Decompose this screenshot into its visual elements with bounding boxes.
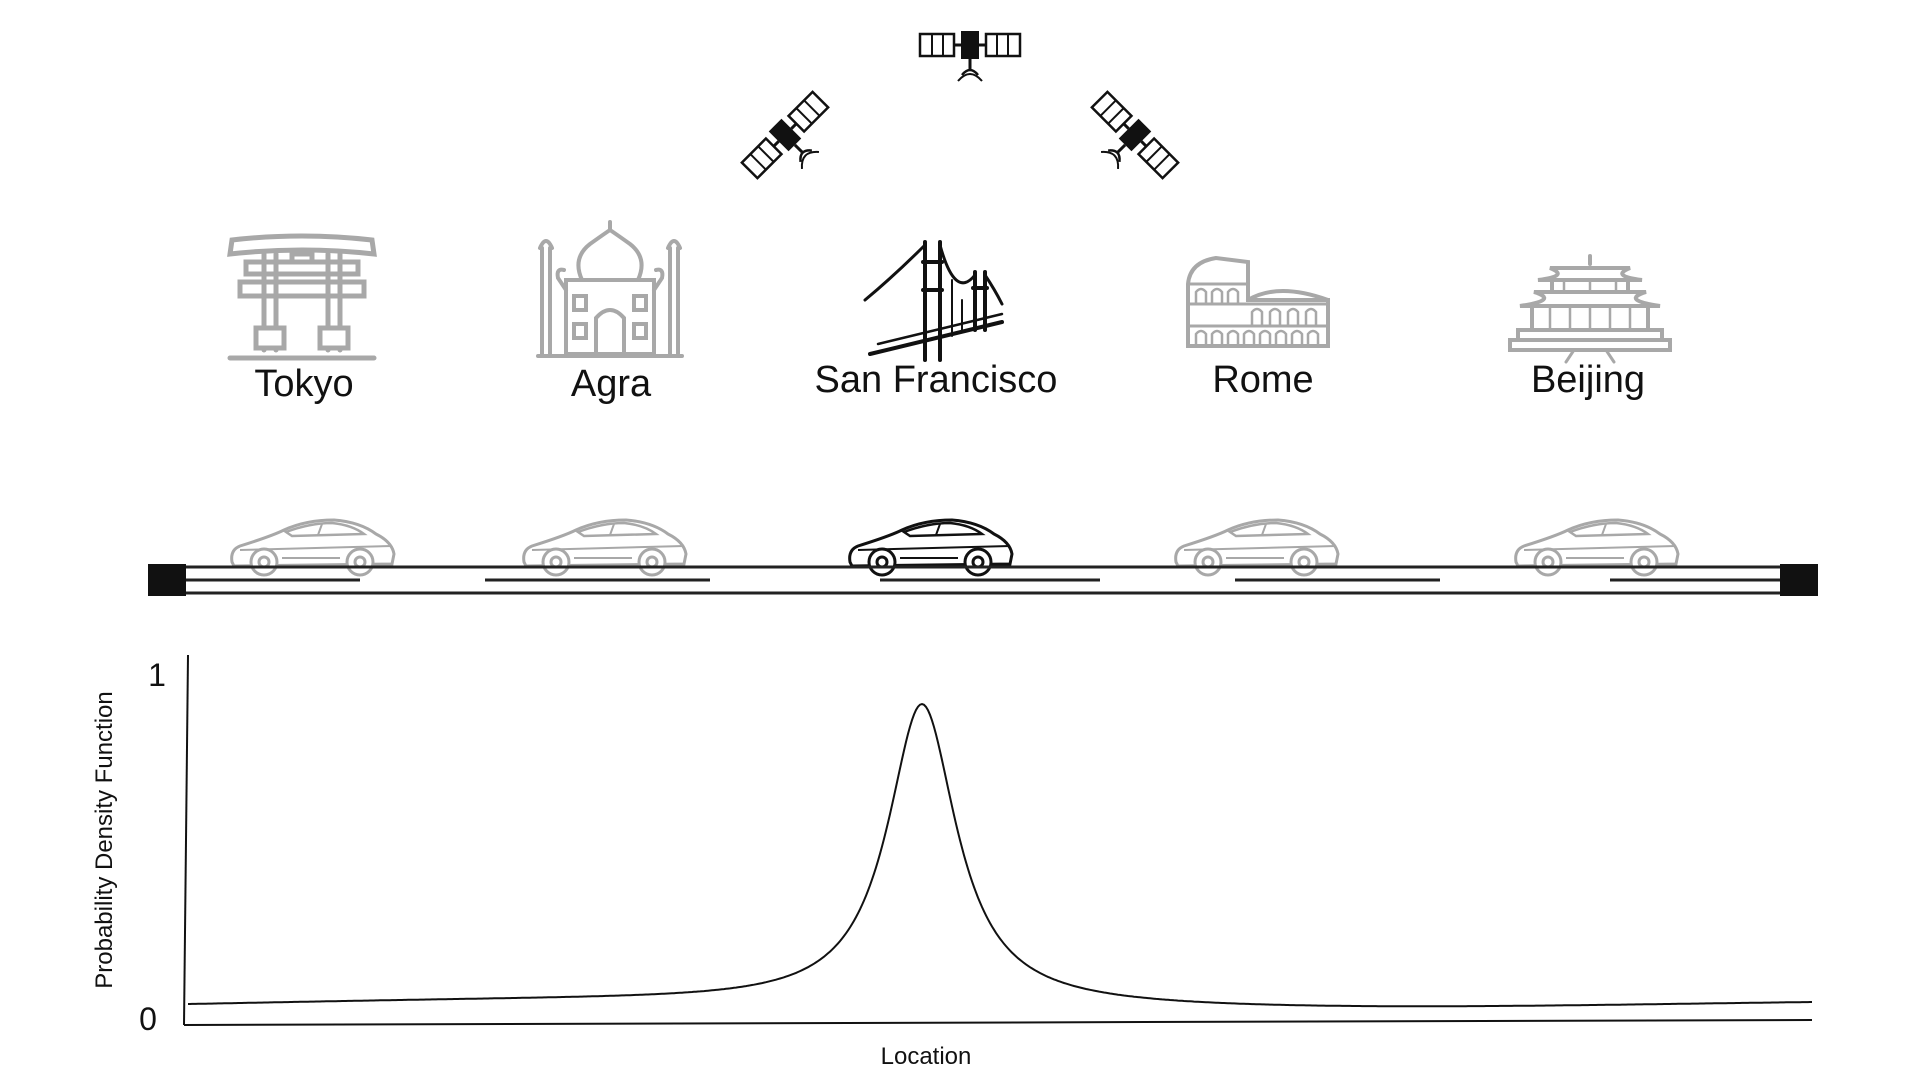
y-tick-label-0: 0: [139, 1001, 157, 1037]
taj-mahal-icon: [536, 220, 684, 358]
satellite-icon: [740, 90, 830, 180]
city-label-agra: Agra: [571, 363, 652, 405]
satellite-icon: [918, 31, 1022, 82]
road: [148, 564, 1818, 596]
road-end-right: [1780, 564, 1818, 596]
road-end-left: [148, 564, 186, 596]
forbidden-city-icon: [1508, 254, 1672, 364]
city-label-tokyo: Tokyo: [254, 363, 353, 405]
x-axis-label: Location: [881, 1043, 972, 1070]
y-axis-label: Probability Density Function: [91, 691, 118, 988]
y-tick-label-1: 1: [148, 657, 166, 693]
probability-density-chart: 1 0 Probability Density Function Locatio…: [91, 654, 1813, 1070]
colosseum-icon: [1186, 255, 1330, 348]
golden-gate-bridge-icon: [863, 240, 1004, 362]
torii-gate-icon: [227, 233, 377, 361]
city-label-san-francisco: San Francisco: [815, 359, 1058, 401]
satellite-icon: [1090, 90, 1180, 180]
pdf-curve: [188, 703, 1812, 1008]
y-axis-line: [183, 654, 189, 1026]
city-label-rome: Rome: [1212, 359, 1313, 401]
city-label-beijing: Beijing: [1531, 359, 1645, 401]
x-axis-line: [183, 1019, 1813, 1026]
